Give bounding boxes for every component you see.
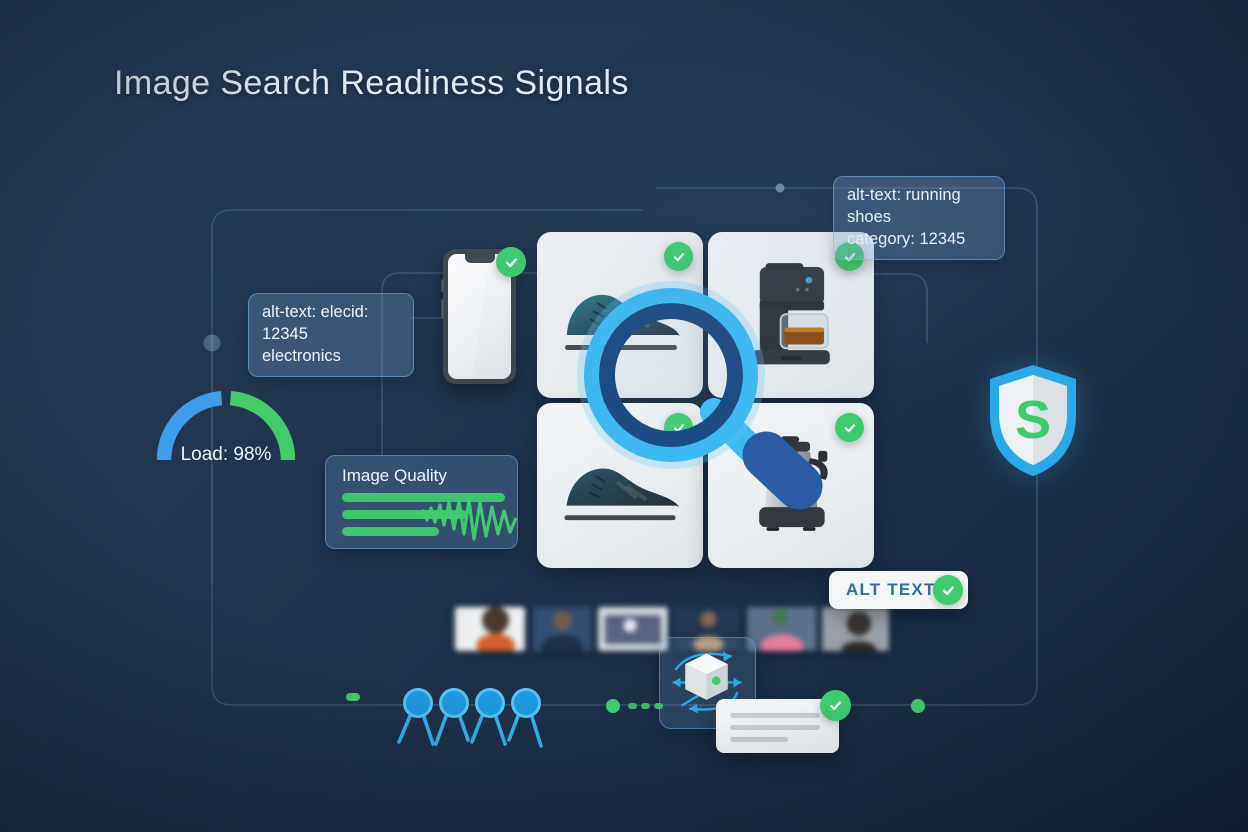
node-dot — [203, 334, 221, 352]
image-quality-panel: Image Quality — [325, 455, 518, 549]
alt-text-tooltip-product: alt-text: running shoes category: 12345 — [833, 176, 1005, 260]
check-icon — [820, 690, 851, 721]
tooltip-line: electronics — [262, 346, 341, 365]
quality-bars — [342, 493, 505, 544]
running-shoe-icon — [560, 468, 682, 520]
tooltip-line: alt-text: elecid: 12345 — [262, 303, 369, 343]
video-thumbnail — [598, 607, 668, 651]
electric-kettle-icon — [759, 436, 828, 531]
check-icon — [664, 413, 693, 442]
video-thumbnail — [822, 607, 889, 651]
video-thumbnail — [673, 607, 741, 651]
green-node-dot — [911, 699, 925, 713]
quality-bar — [342, 527, 439, 536]
text-line-placeholder — [730, 737, 788, 742]
waveform-icon — [418, 498, 518, 541]
text-line-placeholder — [730, 725, 820, 730]
product-card-shoe-teal — [537, 232, 703, 398]
load-gauge: Load: 98% — [150, 376, 302, 468]
video-thumbnail — [533, 607, 592, 651]
check-icon — [933, 575, 963, 605]
smartphone — [441, 247, 526, 384]
panel-title: Image Quality — [342, 466, 447, 485]
coffee-maker-icon — [752, 263, 830, 365]
product-card-shoe-dark — [537, 403, 703, 568]
alt-text-tooltip-electronics: alt-text: elecid: 12345 electronics — [248, 293, 414, 377]
running-shoe-icon — [561, 295, 683, 351]
video-thumbnail — [747, 607, 817, 651]
quality-bar — [342, 510, 467, 519]
check-icon — [664, 242, 693, 271]
green-marker — [346, 693, 360, 701]
gauge-arc — [156, 390, 296, 461]
node-dot-small — [775, 183, 785, 193]
metadata-card — [716, 690, 851, 753]
green-node-dot — [606, 699, 620, 713]
phone-notch — [464, 254, 495, 263]
video-thumbnail — [455, 607, 525, 651]
check-icon — [835, 413, 864, 442]
text-line-placeholder — [730, 713, 820, 718]
shield-letter: S — [1015, 390, 1051, 450]
badge-label: ALT TEXT — [846, 580, 936, 599]
gauge-label: Load: 98% — [180, 444, 272, 465]
tooltip-line: alt-text: running shoes — [847, 186, 961, 226]
phone-screen — [448, 254, 511, 379]
tooltip-line: category: 12345 — [847, 229, 966, 248]
product-card-kettle — [708, 403, 874, 568]
alt-text-badge: ALT TEXT — [829, 571, 968, 609]
check-icon — [496, 247, 526, 277]
page-title: Image Search Readiness Signals — [114, 64, 629, 102]
3d-cube-icon — [672, 651, 742, 714]
shield-icon: S — [990, 365, 1076, 476]
quality-bar — [342, 493, 505, 502]
